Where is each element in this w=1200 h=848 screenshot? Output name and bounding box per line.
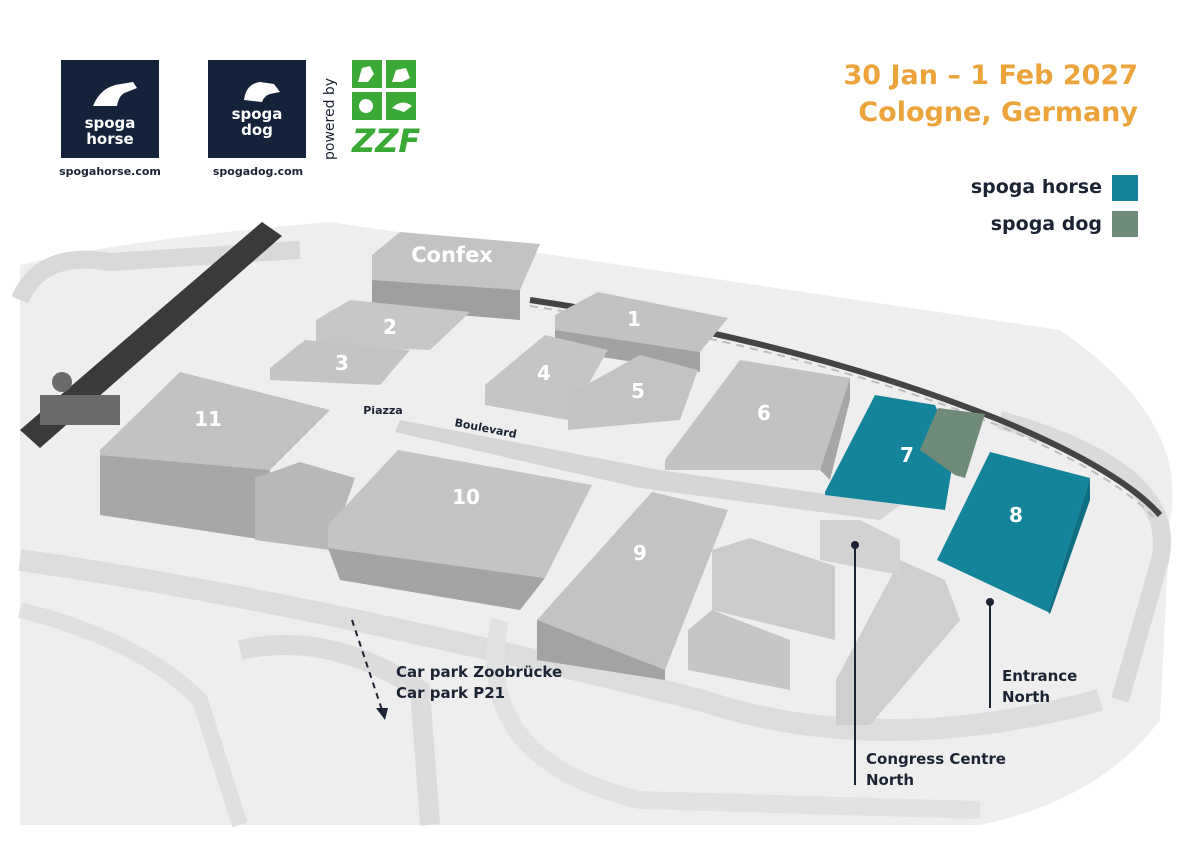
hall-label-11: 11 [194,407,222,431]
hall-label-8: 8 [1009,503,1023,527]
dog-logo-line2: dog [241,121,273,139]
zzf-animals-icon [352,60,416,120]
powered-by-label: powered by [322,77,338,160]
hall-label-3: 3 [335,351,349,375]
congress-line2: North [866,771,915,789]
entrance-line1: Entrance [1002,667,1078,685]
place-label-piazza: Piazza [363,404,402,417]
pointer-lines [351,541,994,785]
event-location: Cologne, Germany [858,97,1138,128]
spoga-halls [825,395,1090,614]
legend-label-spoga-dog: spoga dog [990,213,1102,235]
car-park-p21: Car park P21 [396,684,506,702]
legend-label-spoga-horse: spoga horse [970,176,1102,198]
horse-logo-line1: spoga [84,114,136,132]
entrance-north-caption: Entrance North [1002,666,1077,708]
car-park-zoobruecke: Car park Zoobrücke [396,663,563,681]
horse-head-icon [93,82,137,106]
hall-label-6: 6 [757,401,771,425]
hall-label-confex: Confex [411,243,493,267]
dog-logo-line1: spoga [231,105,283,123]
dog-head-icon [244,82,280,102]
zzf-logo[interactable]: ZZF [352,60,421,160]
hall-label-5: 5 [631,379,645,403]
hall-label-4: 4 [537,361,551,385]
spoga-dog-logo[interactable]: spoga dog [208,60,306,158]
legend-swatch-spoga-horse [1112,175,1138,201]
spoga-dog-url[interactable]: spogadog.com [212,165,304,178]
car-park-caption: Car park Zoobrücke Car park P21 [396,662,562,704]
legend-swatch-spoga-dog [1112,211,1138,237]
hall-label-2: 2 [383,315,397,339]
zzf-wordmark: ZZF [352,122,421,160]
hall-label-9: 9 [633,541,647,565]
hall-blocks [100,232,960,725]
hall-label-1: 1 [627,307,641,331]
entrance-line2: North [1002,688,1051,706]
congress-centre-caption: Congress Centre North [866,749,1006,791]
congress-line1: Congress Centre [866,750,1006,768]
hall-label-10: 10 [452,485,480,509]
event-date: 30 Jan – 1 Feb 2027 [843,60,1138,91]
spoga-horse-url[interactable]: spogahorse.com [59,165,161,178]
hall-label-7: 7 [900,443,914,467]
spoga-horse-logo[interactable]: spoga horse [61,60,159,158]
horse-logo-line2: horse [86,130,134,148]
